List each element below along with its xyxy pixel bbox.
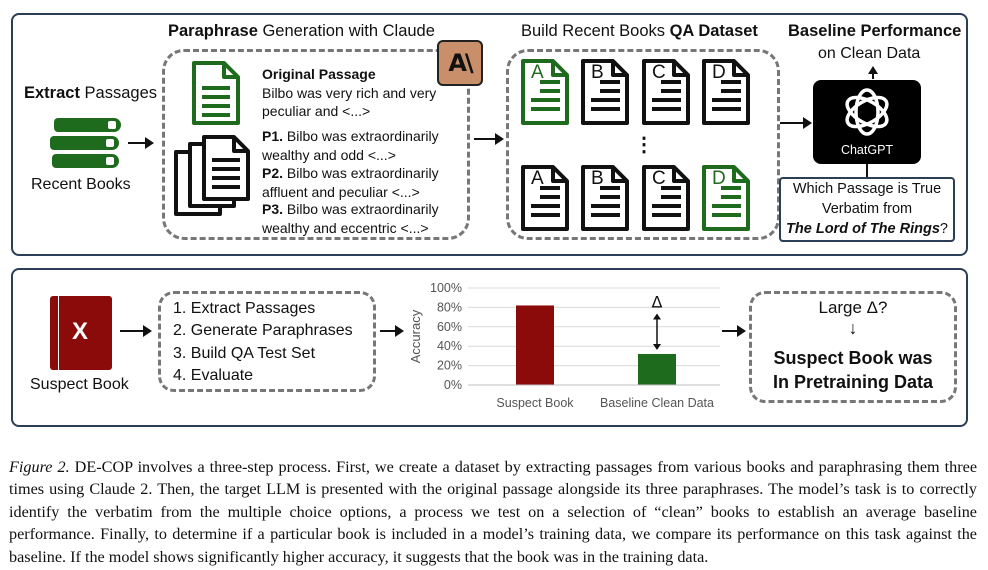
extract-title: Extract Passages bbox=[24, 84, 157, 102]
baseline-title: Baseline Performance bbox=[788, 22, 962, 40]
steps-box bbox=[158, 291, 376, 392]
paraphrase-p3-text: P3. Bilbo was extraordinarily wealthy an… bbox=[262, 201, 439, 236]
question-box bbox=[779, 177, 955, 242]
step-2: 2. Generate Paraphrases bbox=[173, 322, 353, 339]
baseline-subtitle: on Clean Data bbox=[818, 45, 921, 62]
bar bbox=[638, 353, 676, 385]
arrow-steps-to-chart bbox=[380, 325, 404, 337]
delta-arrowhead-up bbox=[653, 313, 661, 320]
figure-caption: Figure 2. DE-COP involves a three-step p… bbox=[9, 456, 977, 568]
qa-document-letter: C bbox=[652, 62, 666, 83]
chatgpt-to-question-line bbox=[866, 164, 868, 178]
openai-icon bbox=[845, 88, 889, 136]
caption-lead: Figure 2. bbox=[9, 458, 70, 476]
delta-arrowhead-down bbox=[653, 343, 661, 350]
chatgpt-logo: ChatGPT bbox=[813, 80, 921, 164]
y-tick-label: 0% bbox=[444, 378, 462, 392]
qa-document-icon: A bbox=[520, 164, 570, 232]
qa-document-letter: B bbox=[591, 168, 604, 189]
y-tick-label: 40% bbox=[437, 339, 462, 353]
chatgpt-label: ChatGPT bbox=[840, 143, 894, 157]
delta-symbol: Δ bbox=[652, 292, 663, 311]
qa-dataset-title: Build Recent Books QA Dataset bbox=[521, 22, 758, 40]
qa-document-icon: D bbox=[701, 164, 751, 232]
step-1: 1. Extract Passages bbox=[173, 300, 316, 317]
arrow-paraphrase-to-qa bbox=[474, 133, 504, 145]
arrow-chatgpt-up bbox=[868, 66, 878, 74]
arrow-suspect-to-steps bbox=[120, 325, 152, 337]
paraphrase-p1-text: P1. Bilbo was extraordinarily wealthy an… bbox=[262, 128, 439, 163]
qa-document-icon: D bbox=[701, 58, 751, 126]
qa-document-letter: D bbox=[712, 62, 726, 83]
x-tick-label: Baseline Clean Data bbox=[600, 396, 714, 410]
question-line-1: Which Passage is True bbox=[792, 181, 942, 197]
result-down-arrow: ↓ bbox=[848, 318, 858, 338]
books-stack-icon bbox=[50, 118, 121, 168]
qa-dataset-box bbox=[506, 49, 780, 240]
question-line-3: The Lord of The Rings? bbox=[786, 221, 948, 237]
original-passage-text: Original Passage Bilbo was very rich and… bbox=[262, 66, 437, 119]
paraphrase-box bbox=[162, 49, 470, 240]
step-3: 3. Build QA Test Set bbox=[173, 345, 316, 362]
y-tick-label: 80% bbox=[437, 300, 462, 314]
result-box bbox=[749, 291, 957, 403]
y-axis-label: Accuracy bbox=[408, 309, 423, 363]
y-tick-label: 100% bbox=[430, 281, 462, 295]
qa-document-letter: D bbox=[712, 168, 726, 189]
qa-document-icon: C bbox=[641, 164, 691, 232]
qa-document-letter: B bbox=[591, 62, 604, 83]
claude-logo-mark: A\ bbox=[448, 49, 473, 77]
recent-books-label: Recent Books bbox=[31, 176, 131, 193]
qa-document-letter: A bbox=[531, 168, 544, 189]
result-line-1: Suspect Book was bbox=[773, 348, 933, 368]
qa-document-icon: B bbox=[580, 164, 630, 232]
suspect-book-x: X bbox=[72, 318, 89, 345]
claude-logo: A\ bbox=[437, 40, 483, 86]
arrow-qa-to-chatgpt bbox=[780, 117, 812, 129]
y-tick-label: 60% bbox=[437, 320, 462, 334]
question-line-2: Verbatim from bbox=[821, 201, 913, 217]
arrow-chart-to-result bbox=[722, 325, 746, 337]
arrow-chatgpt-up-stem bbox=[872, 73, 874, 79]
paraphrase-title: Paraphrase Generation with Claude bbox=[168, 22, 435, 40]
paraphrase-documents-stack-icon bbox=[174, 135, 250, 216]
x-tick-label: Suspect Book bbox=[496, 396, 574, 410]
result-question: Large Δ? bbox=[818, 298, 888, 317]
result-line-2: In Pretraining Data bbox=[772, 372, 934, 392]
qa-document-icon: A bbox=[520, 58, 570, 126]
suspect-book-icon: X bbox=[50, 296, 112, 370]
qa-document-icon: C bbox=[641, 58, 691, 126]
paraphrase-p2-text: P2. Bilbo was extraordinarily affluent a… bbox=[262, 165, 439, 200]
y-tick-label: 20% bbox=[437, 359, 462, 373]
step-4: 4. Evaluate bbox=[173, 367, 254, 384]
qa-ellipsis: ⋮ bbox=[634, 134, 654, 156]
suspect-book-label: Suspect Book bbox=[30, 376, 129, 393]
qa-document-icon: B bbox=[580, 58, 630, 126]
qa-document-letter: C bbox=[652, 168, 666, 189]
original-passage-document-icon bbox=[192, 61, 240, 125]
qa-document-letter: A bbox=[531, 62, 544, 83]
caption-body: DE-COP involves a three-step process. Fi… bbox=[9, 458, 977, 566]
arrow-extract-to-paraphrase bbox=[128, 137, 154, 149]
bar bbox=[516, 305, 554, 385]
